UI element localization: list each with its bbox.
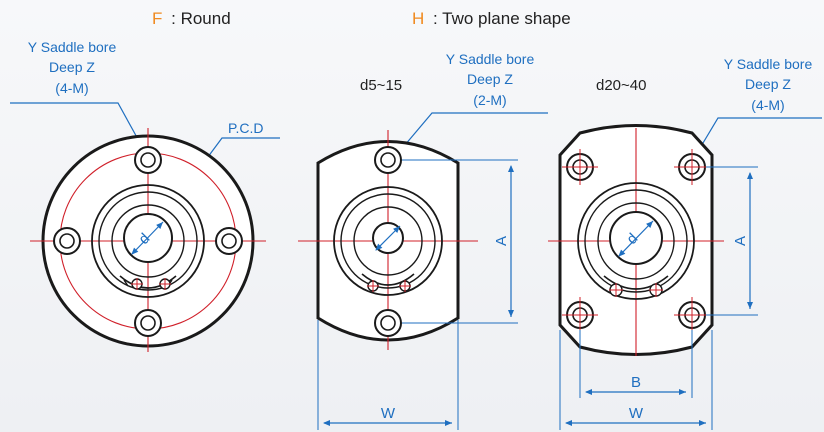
large-a-label: A [732,236,749,246]
small-hub-ring [340,193,436,289]
pcd-label: P.C.D [228,120,264,136]
small-clamp-screw-right [399,280,411,292]
round-bolt-hole-right [215,227,243,255]
round-clamp-screw-left [131,278,143,290]
round-clamp-slot [119,275,177,289]
small-bore-dimension [375,225,401,251]
middle-callout-line1: Y Saddle bore [446,51,535,67]
middle-callout-line3: (2-M) [473,92,506,108]
round-hub-inner [111,204,185,278]
left-callout-line3: (4-M) [55,80,88,96]
large-bolt-hole-top-right [674,149,710,185]
header-round-text: : Round [171,9,231,28]
right-callout-line3: (4-M) [751,97,784,113]
two-plane-large-flange: d A B W [548,124,758,430]
large-hub-inner [597,202,675,280]
right-callout-leader [693,117,822,159]
left-callout-line1: Y Saddle bore [28,39,117,55]
round-bolt-hole-left [53,227,81,255]
header-two-plane-letter: H [412,9,424,28]
middle-callout-leader [398,112,548,153]
round-bore-dimension [131,221,164,255]
small-clamp-screw-left [367,280,379,292]
round-bolt-hole-top [134,146,162,174]
large-bolt-hole-top-left [562,149,598,185]
small-bolt-hole-top [374,146,402,174]
header-round: F : Round [152,9,231,28]
large-clamp-screw-left [609,283,623,297]
large-clamp-screw-right [649,283,663,297]
range-large-label: d20~40 [596,77,646,94]
round-clamp-screw-right [159,278,171,290]
round-bolt-hole-bottom [134,309,162,337]
large-hub-ring [584,189,688,293]
large-hub-outer [577,182,695,300]
header-two-plane-text: : Two plane shape [433,9,571,28]
large-bolt-hole-bottom-left [562,297,598,333]
large-bolt-hole-bottom-right [674,297,710,333]
large-b-label: B [631,374,641,391]
right-callout-line1: Y Saddle bore [724,56,813,72]
header-round-letter: F [152,9,162,28]
range-small-label: d5~15 [360,77,402,94]
small-hub-outer [333,186,443,296]
small-a-label: A [493,236,510,246]
middle-callout-line2: Deep Z [467,71,513,87]
two-plane-small-flange: A W [298,130,518,430]
small-clamp-slot [361,273,415,286]
round-hub-ring [98,191,198,291]
round-flange: d [30,128,266,352]
large-w-label: W [629,405,644,422]
small-w-label: W [381,405,396,422]
right-callout-line2: Deep Z [745,76,791,92]
header-two-plane: H : Two plane shape [412,9,571,28]
large-bore-dimension [618,220,654,257]
small-hub-inner [353,206,423,276]
round-hub-outer [91,184,205,298]
small-bolt-hole-bottom [374,309,402,337]
large-clamp-slot [603,275,669,290]
left-callout-line2: Deep Z [49,59,95,75]
